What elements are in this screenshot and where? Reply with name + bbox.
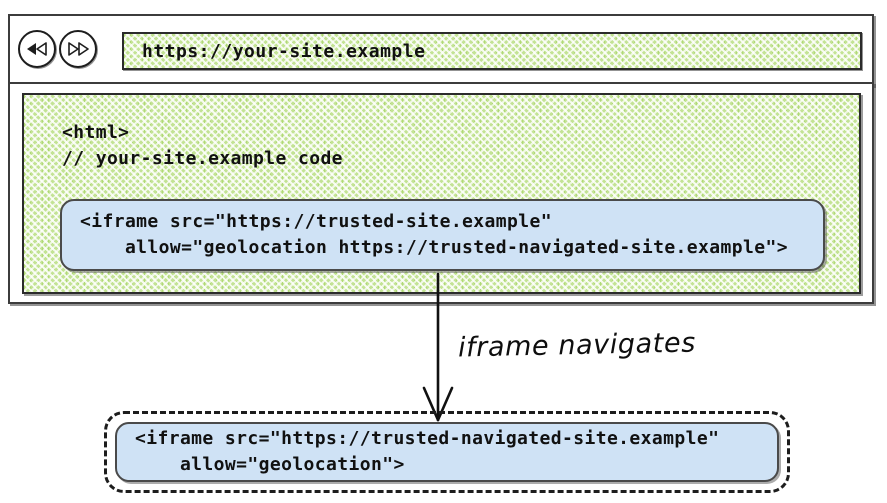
original-iframe-line-1: <iframe src="https://trusted-site.exampl… (80, 211, 552, 232)
navigated-iframe-line-2: allow="geolocation"> (135, 454, 405, 475)
source-comment: // your-site.example code (62, 148, 343, 169)
rewind-icon (26, 42, 48, 56)
forward-button[interactable] (59, 30, 97, 68)
url-address-bar[interactable]: https://your-site.example (122, 32, 862, 70)
url-text: https://your-site.example (142, 40, 426, 62)
page-source-panel: <html> // your-site.example code <iframe… (22, 93, 861, 294)
fast-forward-icon (67, 42, 89, 56)
html-open-tag: <html> (62, 122, 130, 143)
original-iframe-box: <iframe src="https://trusted-site.exampl… (60, 199, 825, 271)
original-iframe-line-2: allow="geolocation https://trusted-navig… (80, 237, 788, 258)
navigated-iframe-line-1: <iframe src="https://trusted-navigated-s… (135, 428, 720, 449)
iframe-navigates-annotation: iframe navigates (457, 327, 697, 364)
back-button[interactable] (18, 30, 56, 68)
navigated-iframe-box: <iframe src="https://trusted-navigated-s… (115, 422, 779, 482)
navigated-iframe-dashed-wrapper: <iframe src="https://trusted-navigated-s… (104, 411, 790, 493)
